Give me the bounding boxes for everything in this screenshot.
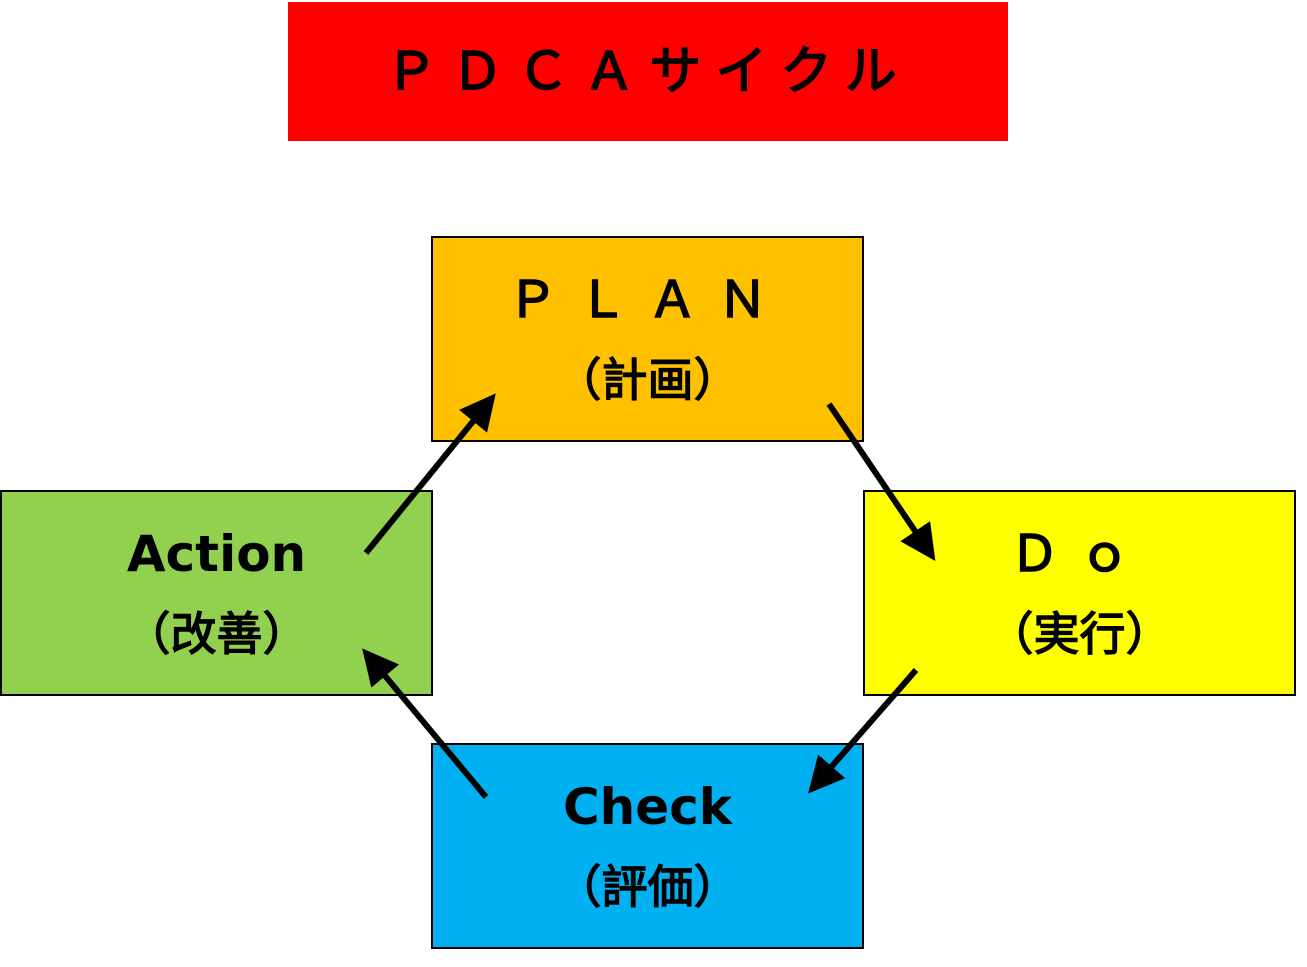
do-label: Ｄｏ xyxy=(1009,525,1150,583)
action-box: Action （改善） xyxy=(0,490,433,696)
check-label: Check xyxy=(562,778,733,836)
check-sublabel: （評価） xyxy=(555,860,740,914)
check-box: Check （評価） xyxy=(431,743,864,949)
plan-sublabel: （計画） xyxy=(555,353,740,407)
title-banner: ＰＤＣＡサイクル xyxy=(288,2,1008,141)
do-box: Ｄｏ （実行） xyxy=(863,490,1296,696)
action-sublabel: （改善） xyxy=(124,607,309,661)
action-label: Action xyxy=(126,525,307,583)
plan-label: ＰＬＡＮ xyxy=(507,271,788,329)
diagram-title: ＰＤＣＡサイクル xyxy=(385,41,911,102)
plan-box: ＰＬＡＮ （計画） xyxy=(431,236,864,442)
do-sublabel: （実行） xyxy=(987,607,1172,661)
